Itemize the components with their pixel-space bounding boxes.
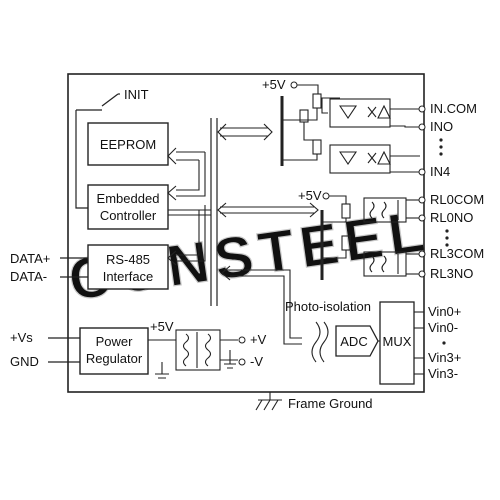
module-frame	[67, 73, 425, 393]
pin-plus-vs: +Vs	[10, 330, 33, 345]
relay-circuit	[320, 195, 420, 280]
pin-vin3-plus: Vin3+	[428, 350, 461, 365]
plus5v-power-label: +5V	[150, 319, 174, 334]
pin-in-com: IN.COM	[430, 101, 477, 116]
out-minus-v-node	[238, 358, 246, 366]
pin-data-plus: DATA+	[10, 251, 50, 266]
pin-rl0no: RL0NO	[430, 210, 473, 225]
pin-rl3no-node	[418, 270, 426, 278]
analog-ellipsis	[442, 341, 446, 345]
rs485-label-line2: Interface	[103, 269, 154, 284]
plus5v-relay-node	[322, 192, 330, 200]
pin-data-minus: DATA-	[10, 269, 47, 284]
power-label-line2: Regulator	[86, 351, 143, 366]
pin-ino: INO	[430, 119, 453, 134]
plus5v-top-label: +5V	[262, 77, 286, 92]
pin-rl0com: RL0COM	[430, 192, 484, 207]
mux-label: MUX	[383, 334, 412, 349]
out-plus-v-node	[238, 336, 246, 344]
mux-block	[379, 301, 415, 385]
out-minus-v-label: -V	[250, 354, 263, 369]
pin-in4: IN4	[430, 164, 450, 179]
photo-isolation-symbol	[311, 321, 329, 363]
init-label: INIT	[124, 87, 149, 102]
embedded-controller-block	[87, 184, 169, 230]
power-label-line1: Power	[96, 334, 134, 349]
plus5v-top-node	[290, 81, 298, 89]
pin-gnd: GND	[10, 354, 39, 369]
eeprom-block	[87, 122, 169, 166]
analog-pin-wires	[414, 311, 424, 375]
pin-rl0com-node	[418, 196, 426, 204]
power-isolation-circuit	[148, 329, 238, 379]
adc-block: ADC	[335, 325, 379, 357]
pin-rl0no-node	[418, 214, 426, 222]
out-plus-v-label: +V	[250, 332, 267, 347]
embedded-label-line2: Controller	[100, 208, 157, 223]
adc-label: ADC	[340, 334, 367, 349]
pin-vin0-minus: Vin0-	[428, 320, 458, 335]
pin-in-com-node	[418, 105, 426, 113]
init-switch	[75, 93, 120, 209]
vertical-ellipsis-relay	[445, 229, 449, 247]
frame-ground-symbol	[255, 392, 282, 411]
pin-vin3-minus: Vin3-	[428, 366, 458, 381]
power-regulator-block	[79, 327, 149, 375]
rs485-interface-block	[87, 244, 169, 290]
photo-isolation-label: Photo-isolation	[285, 299, 371, 314]
vertical-ellipsis-di	[439, 138, 443, 156]
plus5v-relay-label: +5V	[298, 188, 322, 203]
pin-vin0-plus: Vin0+	[428, 304, 461, 319]
bus-arrows	[167, 123, 319, 345]
embedded-label-line1: Embedded	[97, 191, 160, 206]
pin-rl3com-node	[418, 250, 426, 258]
power-pin-wires	[48, 337, 80, 363]
pin-rl3com: RL3COM	[430, 246, 484, 261]
pin-in4-node	[418, 168, 426, 176]
data-pin-wires	[60, 257, 88, 278]
pin-ino-node	[418, 123, 426, 131]
frame-ground-label: Frame Ground	[288, 396, 373, 411]
eeprom-label: EEPROM	[100, 137, 156, 152]
internal-bus	[210, 118, 218, 306]
pin-rl3no: RL3NO	[430, 266, 473, 281]
rs485-label-line1: RS-485	[106, 252, 150, 267]
digital-input-circuit	[280, 84, 420, 174]
